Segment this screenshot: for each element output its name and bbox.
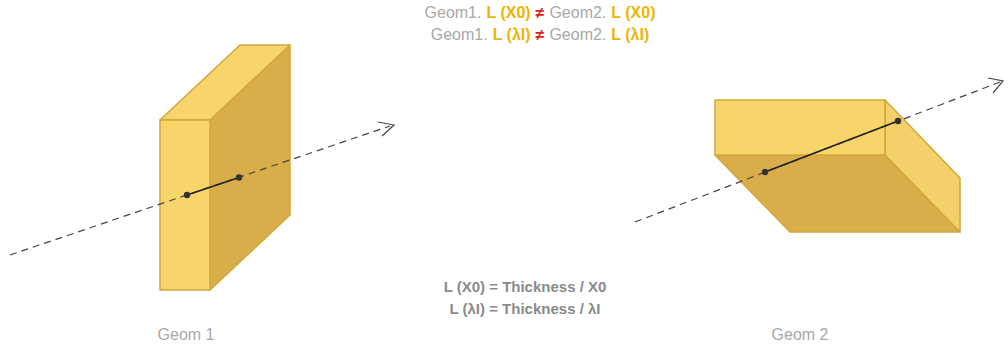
comparison-line: Geom1.L (X0)≠Geom2.L (X0) [425, 4, 656, 22]
formula: L (λI) = Thickness / λI [449, 300, 600, 317]
length-term: L (λI) [493, 26, 531, 44]
length-term: L (λI) [611, 26, 649, 44]
comparison-line: Geom1. L (λI) ≠Geom2. L (λI) [431, 26, 650, 44]
formula-line: L (X0) = Thickness / X0 [444, 278, 607, 295]
particle-track-1 [10, 122, 394, 255]
formula-line: L (λI) = Thickness / λI [449, 300, 600, 317]
geometry-name: Geom2. [549, 4, 606, 22]
geometry-label: Geom 1 [158, 326, 215, 344]
particle-track-2 [635, 78, 1003, 222]
geometry-label: Geom 2 [772, 326, 829, 344]
slab-geom2 [715, 100, 960, 232]
geometry-name: Geom2. [549, 26, 606, 44]
not-equal-sign: ≠ [536, 26, 545, 44]
geometry-name: Geom1. [431, 26, 488, 44]
slab-geom1 [160, 45, 290, 290]
geometry-name: Geom1. [425, 4, 482, 22]
not-equal-sign: ≠ [536, 4, 545, 22]
geometry-caption: Geom 2 [772, 326, 829, 344]
length-term: L (X0) [486, 4, 530, 22]
geometry-caption: Geom 1 [158, 326, 215, 344]
length-term: L (X0) [611, 4, 655, 22]
formula: L (X0) = Thickness / X0 [444, 278, 607, 295]
